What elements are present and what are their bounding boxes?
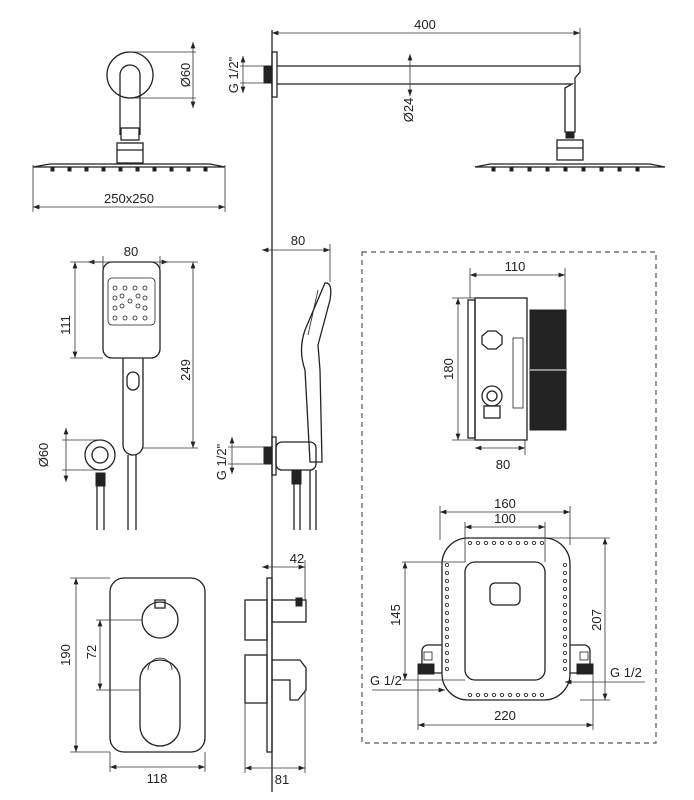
frame-hole	[467, 693, 472, 698]
arm-length-label: 400	[414, 17, 436, 32]
frame-hole	[475, 693, 480, 698]
frame-hole	[524, 693, 529, 698]
frame-hole	[563, 619, 568, 624]
frame-hole	[483, 693, 488, 698]
mixer-front-view: 190 72 118	[58, 577, 206, 786]
frame-hole	[563, 635, 568, 640]
hand-head-height-label: 111	[58, 315, 73, 335]
mixer-axis-distance-label: 72	[84, 645, 99, 659]
frame-hole	[563, 611, 568, 616]
mixer-depth-label: 81	[275, 772, 289, 787]
frame-hole	[524, 541, 529, 546]
frame-hole	[444, 579, 449, 584]
frame-total-width-label: 220	[494, 708, 516, 723]
frame-hole	[444, 619, 449, 624]
frame-hole	[563, 579, 568, 584]
inlet-right-label: G 1/2	[610, 665, 642, 680]
hand-width-label: 80	[124, 244, 138, 259]
frame-hole	[540, 693, 545, 698]
frame-hole	[444, 659, 449, 664]
frame-hole	[563, 571, 568, 576]
frame-hole	[516, 541, 521, 546]
thread-top-label: G 1/2"	[226, 56, 241, 93]
mixer-height-label: 190	[58, 644, 73, 666]
frame-hole	[499, 693, 504, 698]
frame-hole	[444, 627, 449, 632]
frame-hole	[563, 563, 568, 568]
frame-hole	[444, 603, 449, 608]
mixer-width-label: 118	[147, 771, 168, 786]
frame-hole	[563, 595, 568, 600]
mixer-projection-label: 42	[290, 551, 304, 566]
frame-hole	[467, 541, 472, 546]
frame-hole	[444, 563, 449, 568]
frame-hole	[444, 651, 449, 656]
frame-hole	[444, 611, 449, 616]
frame-hole	[532, 541, 537, 546]
frame-hole	[444, 643, 449, 648]
head-size-label: 250x250	[104, 191, 154, 206]
frame-hole	[444, 635, 449, 640]
concealed-box-side-view: 110 180 80	[441, 259, 567, 472]
hand-length-label: 249	[178, 359, 193, 381]
frame-hole	[444, 667, 449, 672]
mixer-side-view: 42 81	[244, 551, 307, 787]
head-shower-side-view: Ø60 250x250	[32, 42, 226, 212]
frame-hole	[483, 541, 488, 546]
frame-hole	[475, 541, 480, 546]
frame-hole	[507, 693, 512, 698]
frame-height-label: 207	[589, 609, 604, 631]
frame-hole	[563, 659, 568, 664]
hand-shower-side-view: 80 G 1/2"	[214, 233, 332, 530]
frame-hole	[540, 541, 545, 546]
flange-diameter-label: Ø60	[178, 63, 193, 88]
concealed-box-group	[361, 251, 657, 744]
inlet-left-label: G 1/2	[370, 673, 402, 688]
frame-width-label: 160	[494, 496, 516, 511]
frame-hole	[563, 603, 568, 608]
frame-hole	[499, 541, 504, 546]
box-depth-label: 80	[496, 457, 510, 472]
hand-shower-front-view: 80 111 249 Ø60	[36, 244, 198, 530]
thread-hand-label: G 1/2"	[214, 443, 229, 480]
frame-hole	[563, 667, 568, 672]
frame-hole	[444, 587, 449, 592]
hand-depth-label: 80	[291, 233, 305, 248]
concealed-box-front-view: 160 100 145 207 G 1/2 G 1/2 220	[370, 496, 645, 730]
frame-hole	[563, 627, 568, 632]
frame-inner-width-label: 100	[494, 511, 516, 526]
arm-diameter-label: Ø24	[401, 98, 416, 123]
box-height-label: 180	[441, 358, 456, 380]
box-width-label: 110	[505, 259, 526, 274]
frame-inner-height-label: 145	[388, 604, 403, 626]
shower-arm-view: 400 Ø24 G 1/2"	[226, 17, 666, 172]
frame-hole	[563, 643, 568, 648]
frame-hole	[532, 693, 537, 698]
frame-hole	[507, 541, 512, 546]
frame-hole	[444, 571, 449, 576]
frame-hole	[516, 693, 521, 698]
frame-hole	[444, 595, 449, 600]
frame-hole	[563, 587, 568, 592]
bracket-diameter-label: Ø60	[36, 443, 51, 468]
frame-hole	[491, 541, 496, 546]
frame-hole	[563, 651, 568, 656]
frame-hole	[491, 693, 496, 698]
